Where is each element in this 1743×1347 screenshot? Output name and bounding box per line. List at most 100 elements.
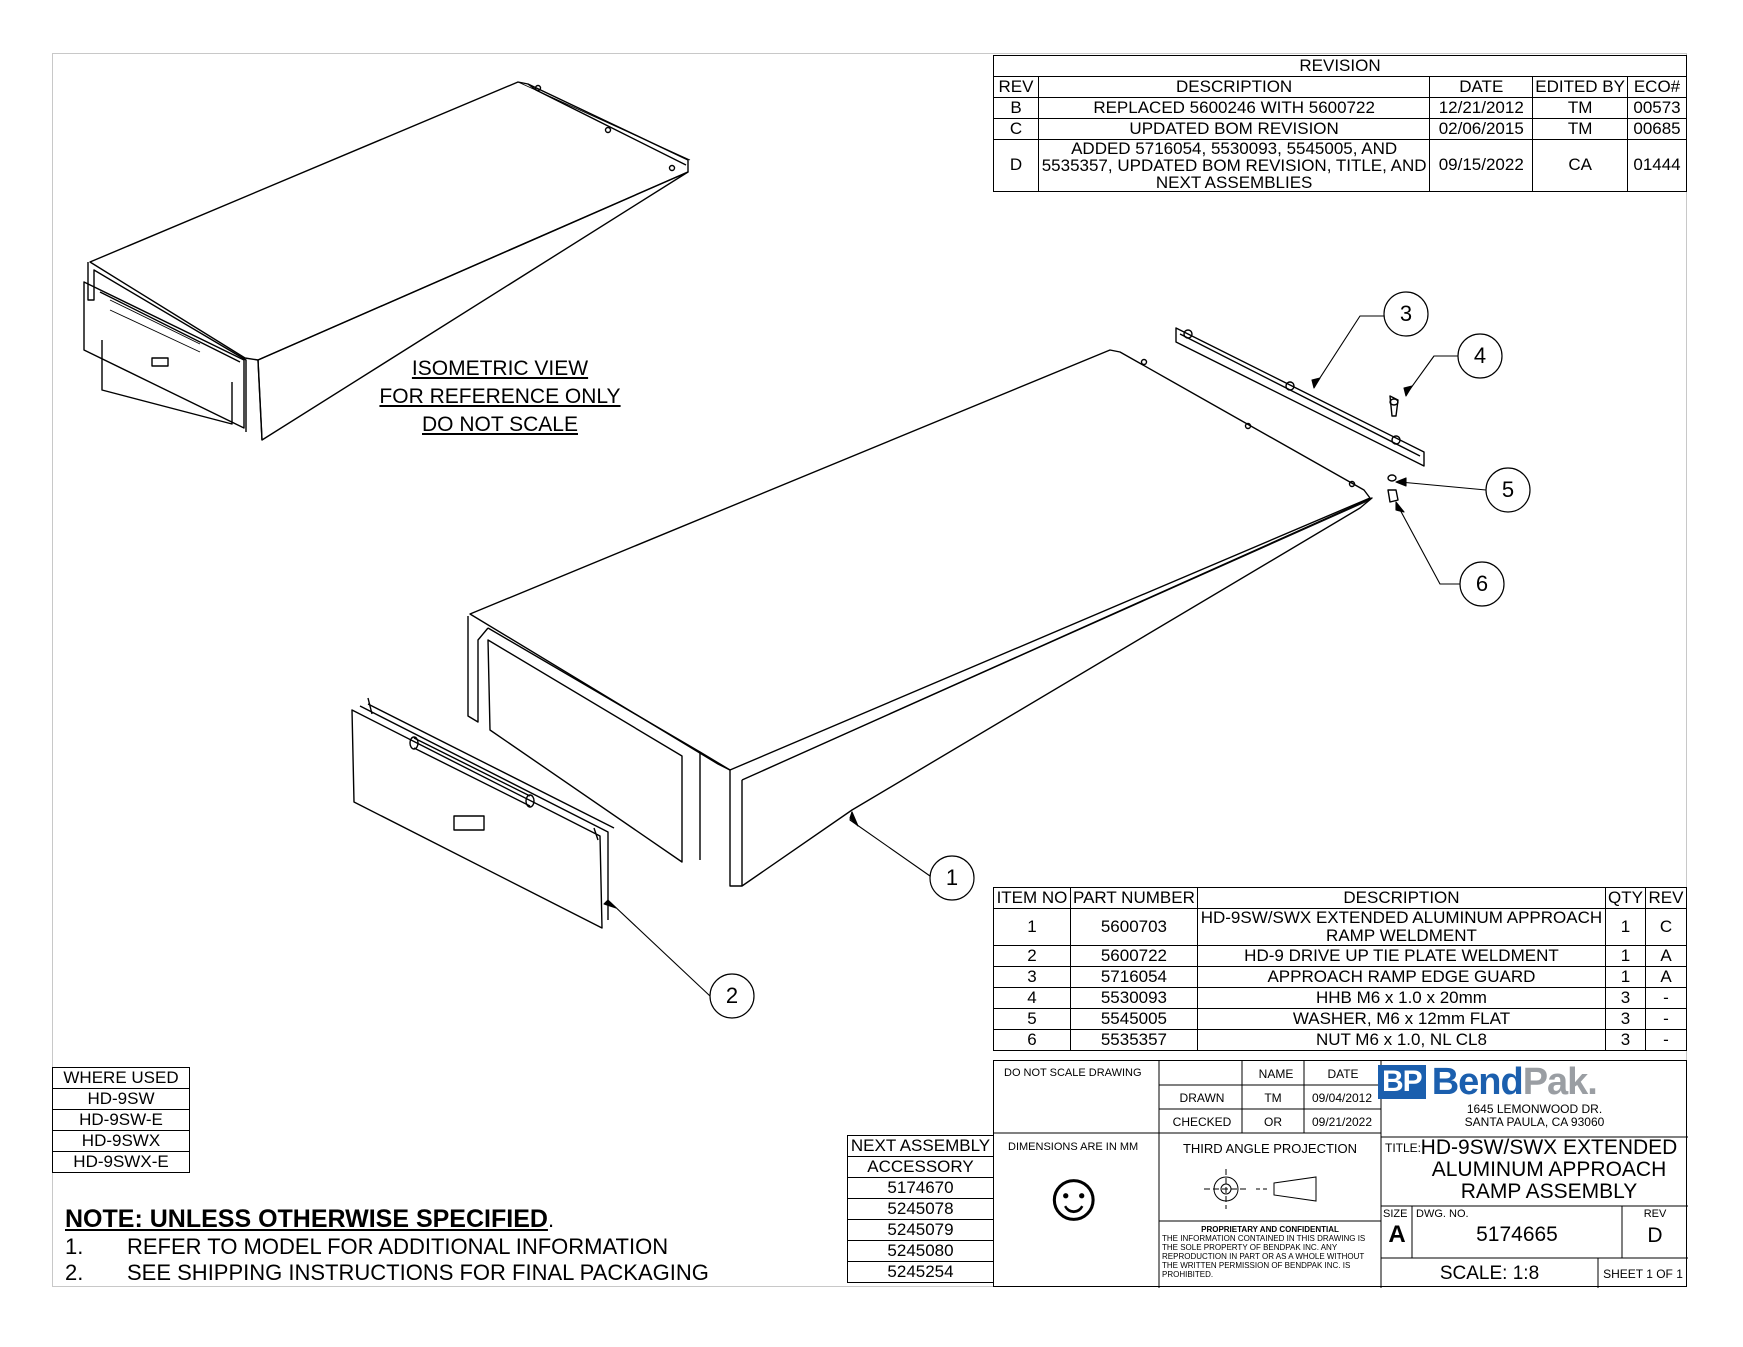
where-used-item: HD-9SW-E (52, 1109, 190, 1131)
proprietary-line: THE INFORMATION CONTAINED IN THIS DRAWIN… (1162, 1234, 1366, 1243)
bom-description-cell: APPROACH RAMP EDGE GUARD (1196, 966, 1607, 988)
dwg-no-label: DWG. NO. (1416, 1208, 1469, 1220)
bom-rev-cell: A (1645, 966, 1687, 988)
do-not-scale-note: DO NOT SCALE DRAWING (1004, 1067, 1142, 1079)
next-assembly-item: 5245254 (847, 1261, 994, 1283)
bom-rev-cell: - (1645, 987, 1687, 1009)
isometric-view-ramp (83, 81, 691, 441)
bom-description-cell: HD-9 DRIVE UP TIE PLATE WELDMENT (1196, 945, 1607, 967)
revision-title: REVISION (993, 55, 1687, 77)
desc-cell: REPLACED 5600246 WITH 5600722 (1037, 97, 1431, 119)
revision-table: REVISION REV DESCRIPTION DATE EDITED BY … (993, 55, 1687, 192)
qty-cell: 1 (1605, 945, 1646, 967)
bom-description-cell: NUT M6 x 1.0, NL CL8 (1196, 1029, 1607, 1051)
where-used-item: HD-9SWX-E (52, 1151, 190, 1173)
bendpak-logo: BP Bend Pak. (1378, 1061, 1686, 1103)
next-assembly-item: 5245080 (847, 1240, 994, 1262)
iso-label-line: DO NOT SCALE (422, 413, 578, 436)
balloon-2: 2 (725, 983, 739, 1008)
title-line: RAMP ASSEMBLY (1460, 1180, 1638, 1203)
desc-line: ADDED 5716054, 5530093, 5545005, AND (1071, 139, 1398, 158)
projection-label: THIRD ANGLE PROJECTION (1182, 1141, 1358, 1156)
desc-line: NEXT ASSEMBLIES (1155, 173, 1313, 192)
smiley-icon: ☺ (1038, 1157, 1110, 1235)
checked-label: CHECKED (1172, 1115, 1232, 1129)
proprietary-line: REPRODUCTION IN PART OR AS A WHOLE WITHO… (1162, 1252, 1365, 1261)
title-block-grid (994, 1061, 1688, 1288)
eco-header: ECO# (1627, 76, 1687, 98)
part-number-cell: 5530093 (1070, 987, 1198, 1009)
bom-row: 5 5545005 WASHER, M6 x 12mm FLAT 3 - (993, 1008, 1687, 1030)
part-number-cell: 5600722 (1070, 945, 1198, 967)
proprietary-line: PROHIBITED. (1162, 1270, 1214, 1279)
by-cell: TM (1532, 118, 1628, 140)
drawn-date: 09/04/2012 (1311, 1091, 1373, 1105)
bom-row: 1 5600703 HD-9SW/SWX EXTENDED ALUMINUM A… (993, 908, 1687, 946)
leader-lines (603, 315, 1487, 997)
desc-cell: ADDED 5716054, 5530093, 5545005, AND 553… (1037, 139, 1431, 192)
balloon-4: 4 (1473, 343, 1487, 368)
bom-description-cell: HD-9SW/SWX EXTENDED ALUMINUM APPROACH RA… (1196, 908, 1607, 946)
part-number-header: PART NUMBER (1070, 887, 1198, 909)
bom-rev-cell: A (1645, 945, 1687, 967)
bom-row: 6 5535357 NUT M6 x 1.0, NL CL8 3 - (993, 1029, 1687, 1051)
rev-header: REV (993, 76, 1039, 98)
next-assembly-item: 5245079 (847, 1219, 994, 1241)
checked-name: OR (1264, 1115, 1282, 1129)
item-no-cell: 3 (993, 966, 1071, 988)
item-no-cell: 6 (993, 1029, 1071, 1051)
iso-label-line: FOR REFERENCE ONLY (379, 385, 621, 408)
drawing-scale: SCALE: 1:8 (1439, 1263, 1540, 1284)
bom-rev-header: REV (1645, 887, 1687, 909)
checked-date: 09/21/2022 (1311, 1115, 1373, 1129)
description-header: DESCRIPTION (1037, 76, 1431, 98)
qty-cell: 3 (1605, 1029, 1646, 1051)
item-no-cell: 4 (993, 987, 1071, 1009)
title-rev-label: REV (1643, 1208, 1667, 1220)
bom-description-cell: HHB M6 x 1.0 x 20mm (1196, 987, 1607, 1009)
balloon-3: 3 (1399, 301, 1413, 326)
tie-plate-part (351, 697, 615, 929)
next-assembly-item: 5245078 (847, 1198, 994, 1220)
next-assembly-item: 5174670 (847, 1177, 994, 1199)
where-used-item: HD-9SW (52, 1088, 190, 1110)
qty-cell: 3 (1605, 1008, 1646, 1030)
general-notes: NOTE: UNLESS OTHERWISE SPECIFIED. 1. REF… (65, 1205, 709, 1285)
revision-row: B REPLACED 5600246 WITH 5600722 12/21/20… (993, 97, 1687, 119)
proprietary-notice: PROPRIETARY AND CONFIDENTIAL THE INFORMA… (1162, 1225, 1378, 1279)
item-no-header: ITEM NO (993, 887, 1071, 909)
next-assembly-table: NEXT ASSEMBLY ACCESSORY 5174670 5245078 … (847, 1135, 994, 1283)
part-number-cell: 5535357 (1070, 1029, 1198, 1051)
revision-row: D ADDED 5716054, 5530093, 5545005, AND 5… (993, 139, 1687, 192)
proprietary-heading: PROPRIETARY AND CONFIDENTIAL (1201, 1225, 1339, 1234)
by-cell: CA (1532, 139, 1628, 192)
address-line: SANTA PAULA, CA 93060 (1464, 1115, 1605, 1129)
desc-line: HD-9SW/SWX EXTENDED ALUMINUM APPROACH (1200, 908, 1603, 927)
balloon-5: 5 (1501, 477, 1515, 502)
drawn-name: TM (1264, 1091, 1282, 1105)
date-header: DATE (1429, 76, 1534, 98)
name-column-label: NAME (1258, 1067, 1294, 1081)
where-used-table: WHERE USED HD-9SW HD-9SW-E HD-9SWX HD-9S… (52, 1067, 190, 1173)
bom-description-cell: WASHER, M6 x 12mm FLAT (1196, 1008, 1607, 1030)
balloons (709, 291, 1531, 1019)
bom-row: 3 5716054 APPROACH RAMP EDGE GUARD 1 A (993, 966, 1687, 988)
title-line: ALUMINUM APPROACH (1431, 1158, 1667, 1181)
drawn-label: DRAWN (1179, 1091, 1225, 1105)
iso-label-line: ISOMETRIC VIEW (411, 357, 589, 380)
bom-row: 2 5600722 HD-9 DRIVE UP TIE PLATE WELDME… (993, 945, 1687, 967)
title-block: DO NOT SCALE DRAWING NAME DATE DRAWN TM … (993, 1060, 1688, 1288)
eco-cell: 01444 (1627, 139, 1687, 192)
where-used-item: HD-9SWX (52, 1130, 190, 1152)
next-assembly-item: ACCESSORY (847, 1156, 994, 1178)
bom-rev-cell: - (1645, 1029, 1687, 1051)
bom-rev-cell: C (1645, 908, 1687, 946)
sheet-number: SHEET 1 OF 1 (1603, 1267, 1683, 1281)
bom-row: 4 5530093 HHB M6 x 1.0 x 20mm 3 - (993, 987, 1687, 1009)
company-address: 1645 LEMONWOOD DR. SANTA PAULA, CA 93060 (1381, 1103, 1688, 1129)
dimensions-note: DIMENSIONS ARE IN MM (1008, 1141, 1139, 1153)
size-label: SIZE (1383, 1208, 1408, 1220)
bom-rev-cell: - (1645, 1008, 1687, 1030)
notes-heading: NOTE: UNLESS OTHERWISE SPECIFIED (65, 1205, 548, 1233)
item-no-cell: 5 (993, 1008, 1071, 1030)
